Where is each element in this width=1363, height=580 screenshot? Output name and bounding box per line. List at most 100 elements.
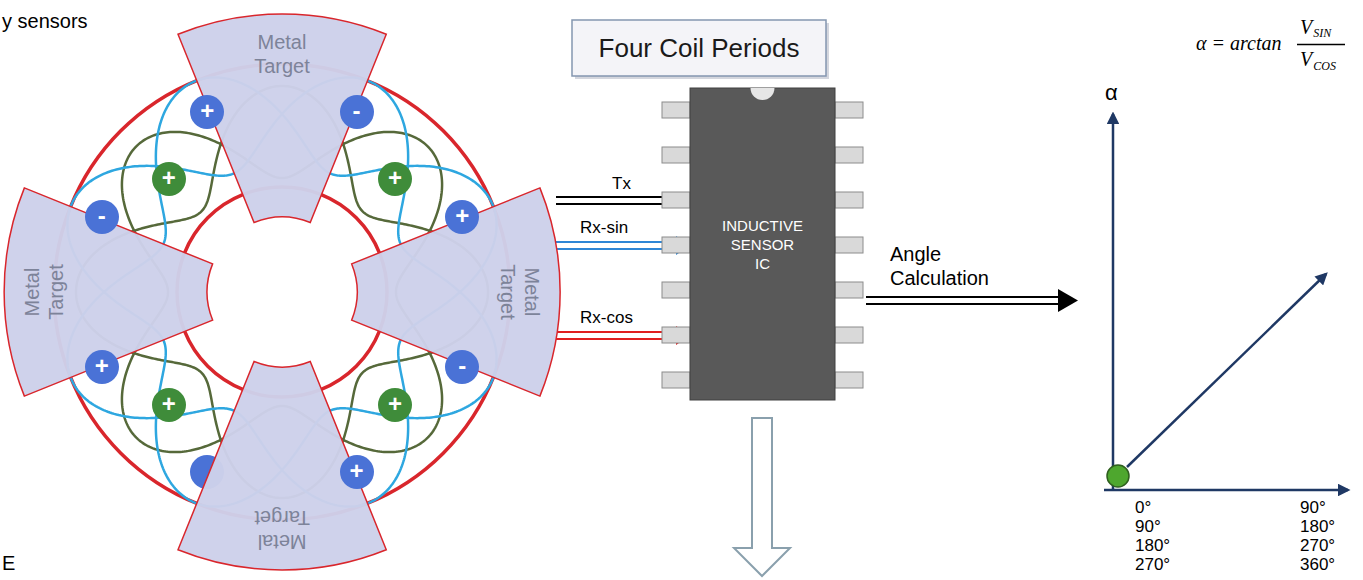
signal-name: Rx-sin [580,218,628,238]
metal-target-text: Metal Target [20,264,68,320]
chip-pin [835,192,863,208]
chip-pin [662,372,690,388]
angle-value: 360° [1300,555,1335,575]
rx-cos-wire [556,338,677,340]
angle-value-holder: 0° [1135,498,1151,518]
arrow-label: Angle Calculation [890,242,989,290]
angle-value: 0° [1135,498,1151,518]
signal-name-holder: Rx-cos [580,308,633,328]
chip-body [690,88,835,400]
angle-value-holder: 180° [1300,517,1335,537]
chip-pin [835,237,863,253]
angle-value: 180° [1135,536,1170,556]
output-wire [866,296,1060,298]
polarity-marker-text: + [151,387,187,421]
polarity-marker: + [444,199,480,235]
angle-value-holder: 270° [1300,536,1335,556]
formula-variable: V [1300,16,1312,39]
rx-sin-wire [556,248,677,250]
target-outline [178,14,386,222]
marker-circle [445,200,479,234]
polarity-marker-text: + [151,161,187,195]
marker-circle [340,455,374,489]
chip-pin [662,102,690,118]
angle-value: 90° [1135,517,1161,537]
polarity-marker-text: - [444,349,480,383]
target-outline [352,188,560,396]
angle-value-holder: 270° [1135,555,1170,575]
marker-circle [85,200,119,234]
angle-value-holder: 360° [1300,555,1335,575]
fraction-bar [1297,44,1345,45]
signal-name-holder: Tx [612,174,631,194]
signal-name-holder: Rx-sin [580,218,628,238]
polarity-marker-text: - [339,94,375,128]
marker-circle [152,388,186,422]
angle-value-holder: 180° [1135,536,1170,556]
sensor-chip-text: INDUCTIVE SENSOR IC [722,216,803,273]
polarity-marker-text: + [377,161,413,195]
chip-notch [751,88,775,100]
signal-name: Rx-cos [580,308,633,328]
inner-ring [177,187,387,397]
polarity-marker: - [339,94,375,130]
chip-pin [835,102,863,118]
polarity-marker: + [151,161,187,197]
signal-name: Tx [612,174,631,194]
metal-target-text: Metal Target [254,30,310,78]
chip-pin [662,192,690,208]
metal-target-text: Metal Target [254,506,310,554]
down-arrow [734,418,790,576]
marker-circle [85,350,119,384]
formula-text-holder: α = arctan [1196,32,1281,55]
polarity-marker-text: + [377,387,413,421]
angle-value-holder: 90° [1300,498,1326,518]
polarity-marker-text: + [444,199,480,233]
angle-value: 270° [1135,555,1170,575]
formula-variable: V [1300,48,1312,71]
polarity-marker-text: + [84,349,120,383]
rx-cos-wire [556,331,677,333]
formula-variable-holder: V [1300,48,1312,71]
target-outline [178,362,386,570]
formula-subscript-holder: COS [1313,60,1336,74]
chip-pin [662,327,690,343]
marker-circle [445,350,479,384]
polarity-marker: + [377,387,413,423]
formula-subscript: SIN [1313,27,1331,41]
axis-label: α [1105,80,1118,105]
title-box: Four Coil Periods [572,20,826,76]
polarity-marker-text: + [339,454,375,488]
heading-fragment: y sensors [2,10,88,33]
formula-variable-holder: V [1300,16,1312,39]
chip-pin [835,372,863,388]
x-axis [1104,489,1348,492]
polarity-marker: + [189,94,225,130]
angle-value: 270° [1300,536,1335,556]
angle-value: 90° [1300,498,1326,518]
marker-circle [378,162,412,196]
box-outline [572,20,826,76]
sensor-chip: INDUCTIVE SENSOR IC [690,88,835,400]
metal-target-text: Metal Target [496,264,544,320]
polarity-marker: + [84,349,120,385]
text-fragment-holder: E [2,552,15,575]
marker-circle [190,95,224,129]
chip-pin [835,327,863,343]
arrow-label-holder: Angle Calculation [890,242,989,290]
axis-label-holder: α [1105,80,1118,105]
chip-pin [662,237,690,253]
marker-circle [152,162,186,196]
arrow-head [1058,289,1078,312]
formula-text: α = arctan [1196,32,1281,55]
output-wire [866,303,1060,305]
polarity-marker: + [377,161,413,197]
polarity-marker: - [444,349,480,385]
angle-value-holder: 90° [1135,517,1161,537]
chip-pin [835,147,863,163]
polarity-marker: - [84,199,120,235]
y-axis [1112,114,1115,490]
chip-pin [662,282,690,298]
